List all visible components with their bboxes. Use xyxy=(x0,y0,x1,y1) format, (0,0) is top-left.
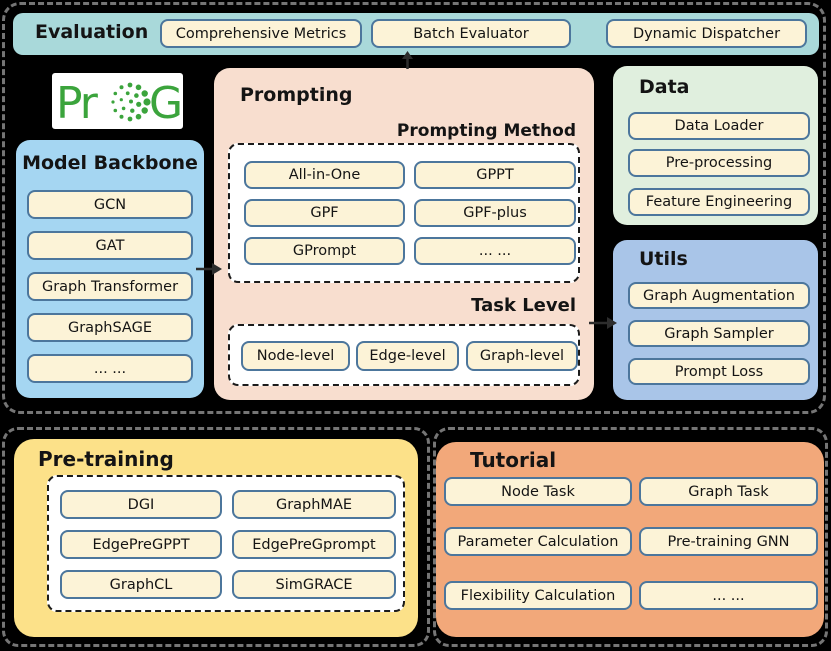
arrow-right-utils-icon xyxy=(589,315,617,334)
logo-dot-cluster-icon xyxy=(111,82,151,122)
chip-graph-augmentation: Graph Augmentation xyxy=(628,282,810,309)
chip-comprehensive-metrics: Comprehensive Metrics xyxy=(160,19,362,48)
chip-edge-level: Edge-level xyxy=(356,341,459,371)
section-evaluation: Evaluation Comprehensive Metrics Batch E… xyxy=(13,13,819,55)
chip-method-more: ... ... xyxy=(414,237,576,265)
section-utils: Utils Graph Augmentation Graph Sampler P… xyxy=(613,240,818,400)
chip-node-level: Node-level xyxy=(241,341,350,371)
chip-graph-level: Graph-level xyxy=(466,341,578,371)
chip-parameter-calculation: Parameter Calculation xyxy=(444,527,632,556)
logo-pr-text: Pr xyxy=(56,78,99,129)
chip-gpf: GPF xyxy=(244,199,405,227)
chip-graphcl: GraphCL xyxy=(60,570,222,599)
top-group-frame xyxy=(2,2,826,414)
prompting-method-label: Prompting Method xyxy=(396,121,576,141)
arrow-up-icon xyxy=(401,51,414,74)
task-level-box: Node-level Edge-level Graph-level xyxy=(228,324,580,386)
chip-prompt-loss: Prompt Loss xyxy=(628,358,810,385)
chip-batch-evaluator: Batch Evaluator xyxy=(371,19,571,48)
section-prompting: Prompting Prompting Method All-in-One GP… xyxy=(214,68,594,400)
chip-gppt: GPPT xyxy=(414,161,576,189)
chip-backbone-more: ... ... xyxy=(27,354,193,383)
tutorial-title: Tutorial xyxy=(470,448,557,472)
chip-graph-transformer: Graph Transformer xyxy=(27,272,193,301)
chip-data-loader: Data Loader xyxy=(628,112,810,140)
chip-pre-processing: Pre-processing xyxy=(628,149,810,177)
pretraining-box: DGI GraphMAE EdgePreGPPT EdgePreGprompt … xyxy=(47,475,405,612)
prompting-method-box: All-in-One GPPT GPF GPF-plus GPrompt ...… xyxy=(228,143,580,283)
chip-node-task: Node Task xyxy=(444,477,632,506)
chip-pretraining-gnn: Pre-training GNN xyxy=(639,527,818,556)
evaluation-title: Evaluation xyxy=(35,21,149,43)
chip-flexibility-calculation: Flexibility Calculation xyxy=(444,581,632,610)
chip-simgrace: SimGRACE xyxy=(232,570,396,599)
chip-all-in-one: All-in-One xyxy=(244,161,405,189)
chip-graph-task: Graph Task xyxy=(639,477,818,506)
pretraining-title: Pre-training xyxy=(38,447,174,471)
chip-dgi: DGI xyxy=(60,490,222,519)
section-model-backbone: Model Backbone GCN GAT Graph Transformer… xyxy=(16,140,204,398)
section-data: Data Data Loader Pre-processing Feature … xyxy=(613,66,818,225)
chip-graphsage: GraphSAGE xyxy=(27,313,193,342)
prompting-title: Prompting xyxy=(240,84,353,106)
arrow-right-backbone-icon xyxy=(196,261,222,280)
data-title: Data xyxy=(639,76,690,98)
chip-feature-engineering: Feature Engineering xyxy=(628,188,810,216)
task-level-label: Task Level xyxy=(471,295,576,316)
section-tutorial: Tutorial Node Task Graph Task Parameter … xyxy=(436,442,824,637)
chip-edgepregppt: EdgePreGPPT xyxy=(60,530,222,559)
model-backbone-title: Model Backbone xyxy=(22,152,198,174)
prog-logo: Pr G xyxy=(52,73,183,129)
chip-graph-sampler: Graph Sampler xyxy=(628,320,810,347)
chip-edgepregprompt: EdgePreGprompt xyxy=(232,530,396,559)
prog-logo-graphic: Pr G xyxy=(56,78,183,129)
chip-dynamic-dispatcher: Dynamic Dispatcher xyxy=(606,19,807,48)
utils-title: Utils xyxy=(639,248,688,270)
logo-g-text: G xyxy=(149,78,183,129)
chip-gat: GAT xyxy=(27,231,193,260)
tutorial-frame xyxy=(433,427,828,647)
chip-gcn: GCN xyxy=(27,190,193,219)
pretraining-frame xyxy=(2,427,430,647)
chip-gpf-plus: GPF-plus xyxy=(414,199,576,227)
section-pretraining: Pre-training DGI GraphMAE EdgePreGPPT Ed… xyxy=(14,439,418,637)
chip-tutorial-more: ... ... xyxy=(639,581,818,610)
chip-graphmae: GraphMAE xyxy=(232,490,396,519)
chip-gprompt: GPrompt xyxy=(244,237,405,265)
